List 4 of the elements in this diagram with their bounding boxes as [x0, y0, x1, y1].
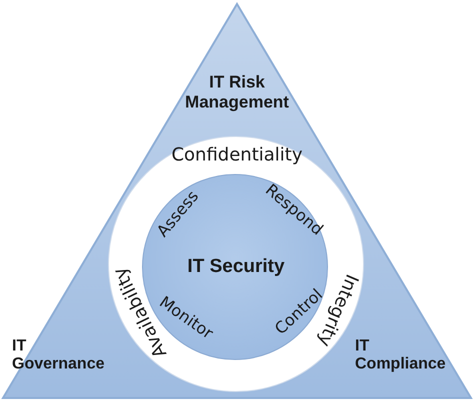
area-label: IT Governance: [12, 338, 106, 374]
area-label: IT Risk Management: [184, 72, 290, 112]
ring-label: Confidentiality: [171, 146, 303, 166]
center-label: IT Security: [187, 256, 285, 278]
